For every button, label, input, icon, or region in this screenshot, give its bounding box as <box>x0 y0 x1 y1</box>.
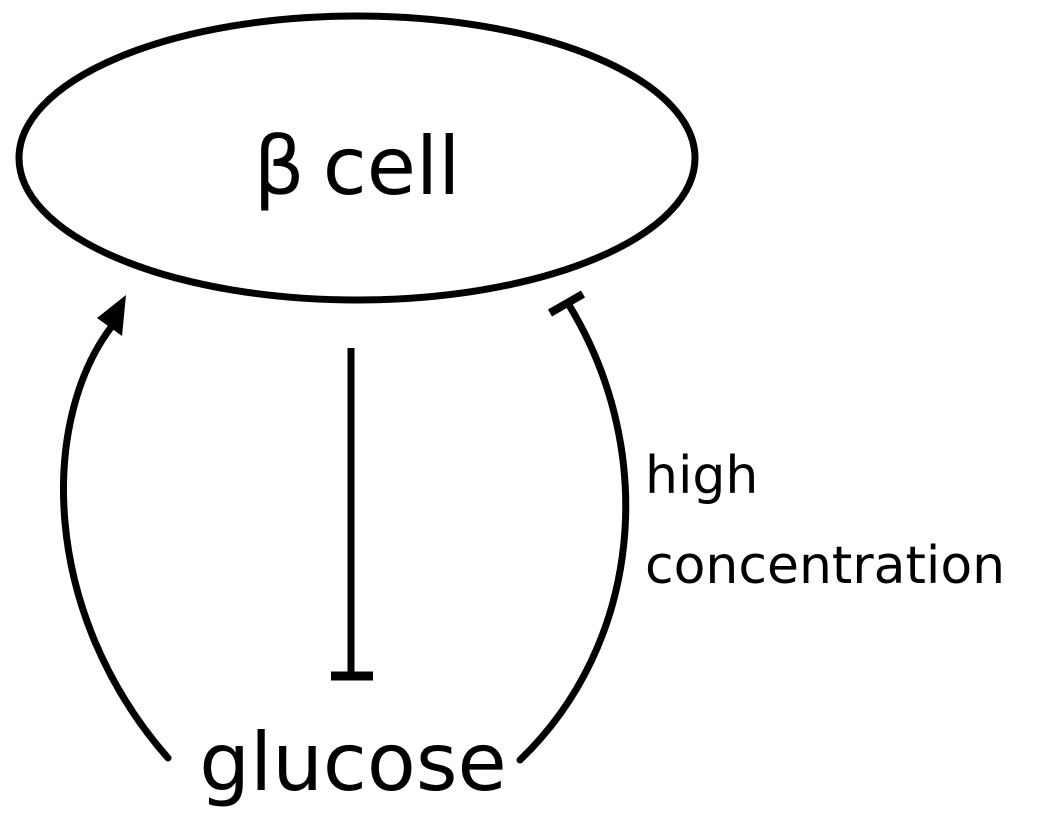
center-inhibition-edge <box>331 348 373 681</box>
concentration-label-line: concentration <box>645 536 1005 596</box>
activation-edge <box>60 295 172 762</box>
high-concentration-label: high concentration <box>645 446 1005 596</box>
high-concentration-inhibition-edge <box>516 290 630 764</box>
high-label-line: high <box>645 446 758 506</box>
activation-arrow-head <box>97 295 126 336</box>
right-inhibition-bar <box>548 290 585 317</box>
right-inhibition-line <box>516 301 630 764</box>
activation-arrow-line <box>60 322 172 762</box>
beta-cell-word: cell <box>323 120 461 213</box>
beta-symbol: β <box>254 120 305 213</box>
beta-cell-ellipse <box>15 12 699 304</box>
glucose-label: glucose <box>199 716 507 809</box>
